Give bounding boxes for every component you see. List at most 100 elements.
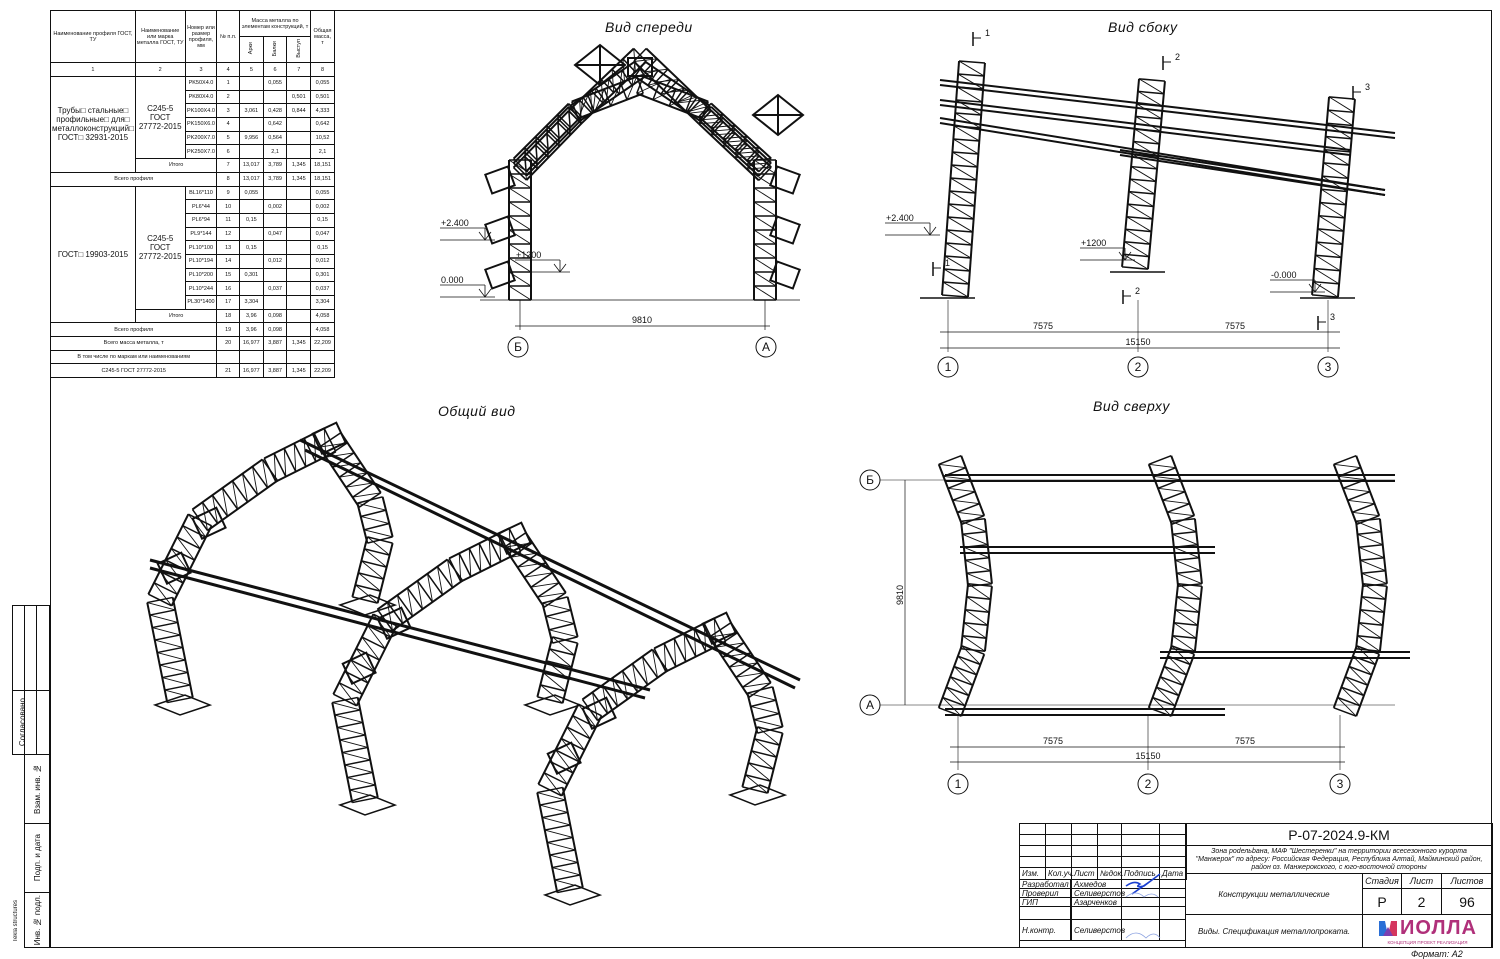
drawing-line (750, 699, 777, 708)
drawing-line (946, 229, 972, 246)
drawing-line (1131, 165, 1158, 170)
bracket (311, 421, 347, 455)
drawing-line (478, 543, 482, 572)
drawing-line (1362, 582, 1388, 588)
drawing-line (543, 672, 566, 692)
agreed-label: Согласовано (18, 698, 27, 747)
drawing-line (548, 629, 578, 638)
drawing-line (698, 110, 712, 125)
drawing-line (417, 580, 423, 610)
drawing-line (578, 703, 597, 728)
bracket (376, 606, 412, 640)
drawing-line (345, 482, 375, 488)
drawing-line (1317, 228, 1343, 245)
drawing-line (157, 652, 186, 661)
top-view (859, 455, 1410, 795)
drawing-line (1326, 122, 1353, 127)
drawing-line (644, 58, 658, 73)
table-row: Трубы□ стальные□ профильные□ для□ металл… (50, 75, 335, 173)
drawing-line (951, 164, 977, 181)
drawing-line (611, 69, 615, 93)
drawing-line (508, 187, 532, 203)
drawing-line (1162, 499, 1190, 505)
drawing-line (742, 682, 771, 688)
base-plate (152, 694, 213, 716)
drawing-line (660, 87, 685, 95)
drawing-line (1175, 609, 1198, 626)
drawing-line (1312, 281, 1339, 298)
drawing-line (164, 684, 191, 691)
drawing-line (758, 166, 772, 181)
drawing-line (363, 529, 393, 538)
drawing-line (742, 672, 765, 688)
drawing-line (754, 738, 780, 746)
drawing-line (386, 601, 404, 624)
drawing-line (543, 772, 562, 797)
drawing-line (753, 201, 777, 217)
drawing-line (1172, 533, 1198, 546)
bracket (341, 651, 377, 685)
drawing-line (1128, 191, 1154, 207)
document-code: Р-07-2024.9-КМ (1185, 823, 1493, 846)
drawing-line (361, 636, 386, 650)
header-total: Общая масса, т (310, 10, 335, 63)
drawing-line (376, 608, 394, 632)
drawing-line (299, 438, 801, 682)
logo-mark-icon (1379, 920, 1398, 936)
drawing-line (182, 524, 207, 538)
drawing-line (508, 173, 532, 189)
drawing-line (1166, 503, 1190, 513)
drawing-line (951, 164, 978, 168)
column-number: 8 (310, 62, 335, 77)
side-view-title: Вид сбоку (1108, 19, 1178, 35)
drawing-line (967, 583, 991, 600)
drawing-line (572, 715, 591, 739)
drawing-line (1129, 178, 1155, 195)
drawing-line (715, 632, 738, 648)
replace-inv-label: Взам. инв. № (32, 764, 42, 814)
drawing-line (1333, 463, 1361, 469)
dimension-label: 15150 (1125, 337, 1150, 347)
drawing-line (555, 749, 580, 763)
axis-marker (937, 356, 959, 378)
drawing-line (537, 696, 563, 704)
drawing-line (581, 648, 654, 701)
drawing-line (147, 513, 190, 595)
sheet-value: 2 (1401, 888, 1442, 915)
paper-format: Формат: А2 (1411, 949, 1463, 959)
drawing-line (955, 112, 981, 129)
drawing-line (963, 622, 987, 639)
drawing-line (338, 462, 362, 478)
drawing-line (946, 686, 970, 697)
drawing-line (967, 582, 993, 588)
drawing-line (357, 502, 387, 511)
drawing-line (698, 123, 760, 182)
drawing-line (748, 762, 774, 770)
drawing-line (1361, 595, 1386, 601)
drawing-line (669, 94, 693, 107)
drawing-line (589, 89, 604, 104)
drawing-line (1134, 128, 1160, 145)
table-cell: PL6*44 (184, 199, 218, 214)
drawing-line (710, 102, 772, 160)
drawing-line (552, 636, 578, 644)
drawing-line (1344, 676, 1369, 686)
drawing-line (683, 633, 687, 662)
drawing-line (537, 703, 580, 785)
drawing-line (966, 596, 990, 613)
section-mark-label: 3 (1330, 312, 1335, 322)
drawing-line (1320, 188, 1347, 206)
drawing-line (352, 796, 378, 804)
axis-label: 1 (945, 360, 952, 374)
drawing-line (251, 466, 269, 489)
drawing-line (957, 655, 981, 666)
section-mark-label: 2 (1175, 52, 1180, 62)
drawing-line (943, 475, 971, 481)
drawing-line (468, 548, 472, 577)
drawing-line (561, 642, 579, 704)
drawing-line (1153, 475, 1181, 481)
drawing-line (170, 548, 190, 572)
drawing-line (676, 89, 691, 104)
axis-marker (947, 773, 969, 795)
